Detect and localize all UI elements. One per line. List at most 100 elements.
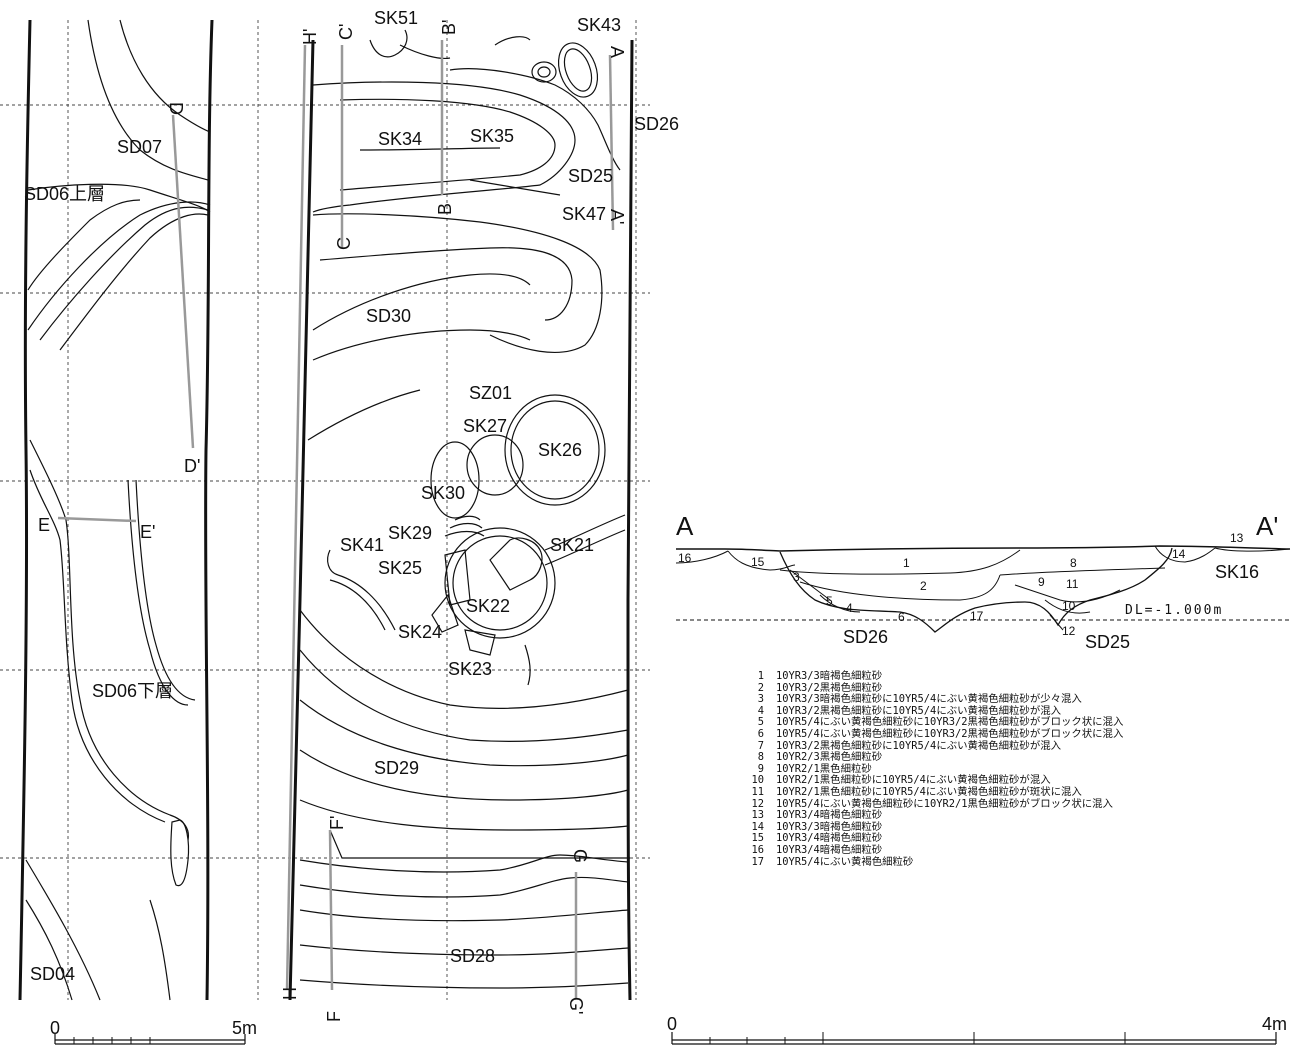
plan-scale-bar [54,1034,246,1045]
label-h: H [280,987,300,1000]
legend-description: 10YR3/2黒褐色細粒砂に10YR5/4にぶい黄褐色細粒砂が混入 [776,739,1061,752]
legend-row: 12 10YR5/4にぶい黄褐色細粒砂に10YR2/1黒色細粒砂がブロック状に混入 [730,797,1290,811]
layer-13: 13 [1230,531,1244,545]
section-datum: DL=-1.000m [1125,603,1223,618]
legend-number: 17 [751,855,764,868]
legend-description: 10YR5/4にぶい黄褐色細粒砂に10YR2/1黒色細粒砂がブロック状に混入 [776,797,1113,810]
layer-1: 1 [903,556,910,570]
layer-11: 11 [1066,577,1079,591]
layer-2: 2 [920,579,927,593]
layer-14: 14 [1172,547,1186,561]
label-sk27: SK27 [463,416,507,436]
legend-row: 17 10YR5/4にぶい黄褐色細粒砂 [730,855,1290,869]
section-scale-end: 4m [1262,1014,1287,1034]
plan-scale-end: 5m [232,1018,257,1038]
middle-trench-plan [288,29,634,1001]
legend-row: 14 10YR3/3暗褐色細粒砂 [730,820,1290,834]
label-sk21: SK21 [550,535,594,555]
legend-row: 16 10YR3/4暗褐色細粒砂 [730,843,1290,857]
label-sd25: SD25 [568,166,613,186]
section-layer-numbers: 1 2 3 4 5 6 8 9 10 11 12 13 14 15 16 17 [678,531,1244,638]
label-sd06-upper: SD06上層 [24,184,105,204]
label-d-prime: D' [184,456,200,476]
label-sk41: SK41 [340,535,384,555]
label-sk51: SK51 [374,8,418,28]
layer-15: 15 [751,555,765,569]
layer-4: 4 [846,601,853,615]
label-sk30: SK30 [421,483,465,503]
legend-row: 8 10YR2/3黒褐色細粒砂 [730,751,1290,764]
legend-number: 6 [757,727,764,740]
legend-number: 14 [751,820,764,833]
layer-8: 8 [1070,556,1077,570]
label-h-prime: H' [300,29,320,45]
legend-number: 8 [757,751,764,764]
section-point-a: A [676,511,694,541]
legend-number: 13 [751,809,764,822]
label-d: D [166,102,186,115]
layer-6: 6 [898,610,905,624]
legend-description: 10YR2/3黒褐色細粒砂 [776,751,883,764]
section-feature-sk16: SK16 [1215,562,1259,582]
legend-number: 16 [751,843,764,856]
legend-description: 10YR5/4にぶい黄褐色細粒砂に10YR3/2黒褐色細粒砂がブロック状に混入 [776,716,1124,729]
legend-number: 12 [751,797,764,810]
plan-labels: SD07 SD06上層 SD06下層 SD04 SK51 SK43 SD26 S… [24,8,679,984]
label-e: E [38,515,50,535]
legend-description: 10YR2/1黒色細粒砂 [776,762,872,775]
label-sd06-lower: SD06下層 [92,681,173,701]
label-b: B [435,203,455,215]
legend-row: 6 10YR5/4にぶい黄褐色細粒砂に10YR3/2黒褐色細粒砂がブロック状に混入 [730,727,1290,741]
label-sk35: SK35 [470,126,514,146]
legend-number: 4 [757,704,764,717]
legend-number: 5 [757,716,764,729]
label-sk26: SK26 [538,440,582,460]
section-a-profile [675,545,1291,633]
section-feature-sd25: SD25 [1085,632,1130,652]
legend-number: 7 [757,739,764,752]
label-sk25: SK25 [378,558,422,578]
label-sk24: SK24 [398,622,442,642]
section-point-a-prime: A' [1256,511,1278,541]
label-sk43: SK43 [577,15,621,35]
legend-row: 5 10YR5/4にぶい黄褐色細粒砂に10YR3/2黒褐色細粒砂がブロック状に混入 [730,717,1290,729]
label-sd07: SD07 [117,137,162,157]
label-sk34: SK34 [378,129,422,149]
section-line-a-plan [608,54,615,231]
legend-row: 2 10YR3/2黒褐色細粒砂 [730,681,1290,695]
section-endpoint-labels: D D' E E' H H' C C' B B' A A' F F' G G' [38,20,627,1022]
layer-12: 12 [1062,624,1076,638]
layer-10: 10 [1062,599,1076,613]
label-a-prime-plan: A' [607,209,627,224]
legend-number: 15 [751,832,764,845]
section-line-h [285,44,307,991]
legend-description: 10YR5/4にぶい黄褐色細粒砂に10YR3/2黒褐色細粒砂がブロック状に混入 [776,727,1124,740]
legend-description: 10YR3/4暗褐色細粒砂 [776,809,883,822]
legend-description: 10YR3/4暗褐色細粒砂 [776,843,883,856]
label-b-prime: B' [439,20,459,35]
layer-9: 9 [1038,575,1045,589]
plan-scale-start: 0 [50,1018,60,1038]
legend-description: 10YR3/2黒褐色細粒砂 [776,681,883,694]
section-line-e [57,516,137,523]
label-a-plan: A [607,46,627,58]
label-sk47: SK47 [562,204,606,224]
label-f: F [324,1011,344,1022]
section-line-d [171,114,195,449]
grid-lines [0,20,650,1000]
legend-number: 2 [757,681,764,694]
section-feature-sd26: SD26 [843,627,888,647]
label-e-prime: E' [140,522,155,542]
legend-description: 10YR3/3暗褐色細粒砂 [776,820,883,833]
section-scale-bar [671,1032,1277,1045]
legend-description: 10YR5/4にぶい黄褐色細粒砂 [776,855,914,868]
label-g: G [570,849,590,863]
